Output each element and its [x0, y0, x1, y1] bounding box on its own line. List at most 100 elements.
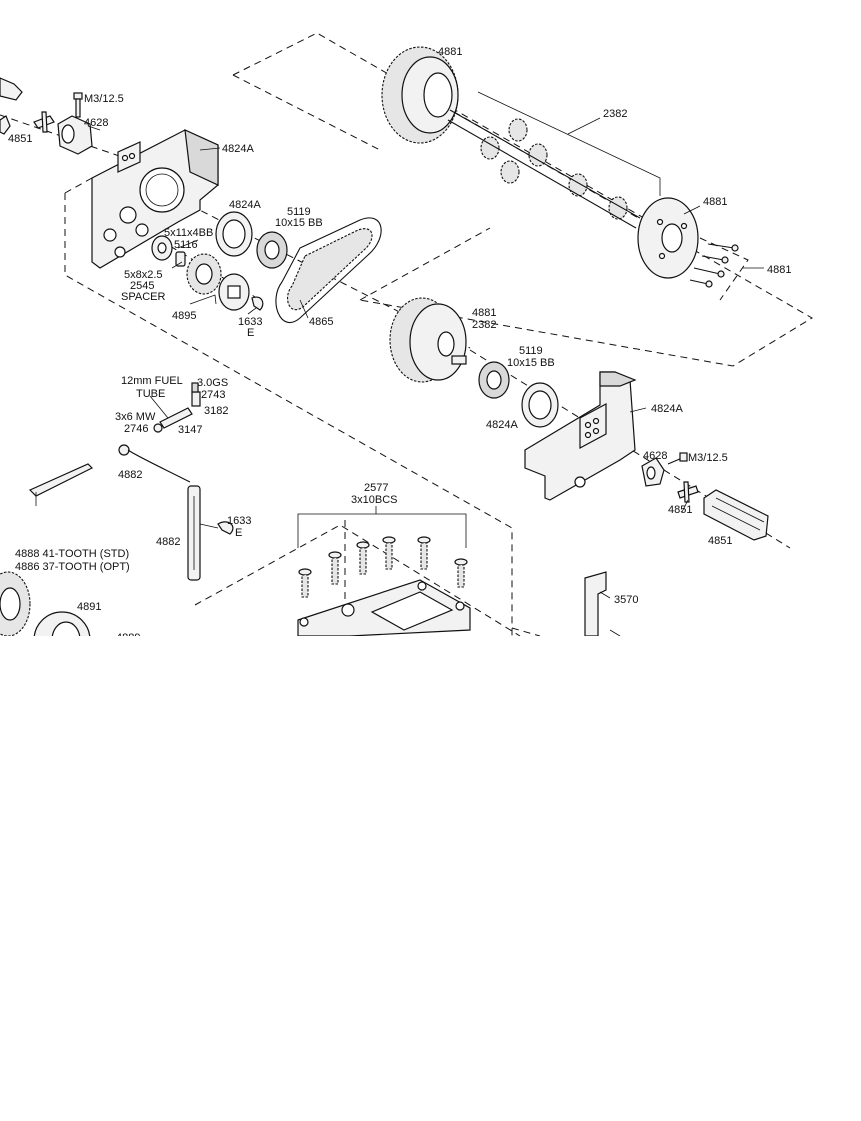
part-4881-top-gear — [381, 46, 459, 144]
label-4882-b: 4882 — [156, 536, 180, 548]
label-5119-b: 5119 — [519, 345, 543, 357]
left-group-top-edge — [64, 177, 93, 194]
bracket-2577 — [297, 513, 467, 548]
part-4881-right-plate — [637, 197, 699, 279]
part-4895-pulley — [186, 253, 222, 295]
part-4851-right — [677, 481, 699, 503]
part-4628-left — [57, 115, 93, 155]
leader-4865 — [299, 299, 309, 319]
part-1633-eclip-b — [217, 521, 234, 535]
part-m3-screw-left — [73, 92, 83, 118]
leader-3570 — [599, 591, 611, 599]
label-m3-right: M3/12.5 — [688, 452, 728, 464]
top-right-group-boundary — [232, 32, 813, 367]
label-5x11x4BB: 5x11x4BB — [164, 227, 213, 239]
label-4895: 4895 — [172, 310, 196, 322]
label-4881-top: 4881 — [438, 46, 462, 58]
part-4891-clutch-bell — [33, 611, 91, 636]
label-3182: 3182 — [204, 405, 228, 417]
boundary-tail — [511, 627, 541, 636]
label-e-a: E — [247, 327, 254, 339]
label-4628-top: 4628 — [84, 117, 108, 129]
leader-1633-b — [199, 523, 219, 529]
part-4882-rod — [187, 485, 201, 581]
label-10x15bb-b: 10x15 BB — [507, 357, 555, 369]
label-2577: 2577 — [364, 482, 388, 494]
part-4824A-lower-carrier — [521, 382, 559, 428]
part-1633-eclip-a — [251, 296, 264, 311]
leader-5x11 — [177, 239, 199, 249]
top-right-group-boundary-lower — [232, 74, 381, 151]
partial-arm-left — [0, 115, 11, 135]
label-4881-mid: 4881 — [472, 307, 496, 319]
label-4881-right: 4881 — [703, 196, 727, 208]
label-3x10bcs: 3x10BCS — [351, 494, 397, 506]
part-rod-left — [28, 463, 94, 506]
label-m3-top: M3/12.5 — [84, 93, 124, 105]
diagram-artwork — [0, 32, 813, 636]
part-5x11x4BB-bearing — [151, 235, 186, 267]
label-2382-mid: 2382 — [472, 319, 496, 331]
part-4851-left — [33, 111, 55, 133]
label-4628-right: 4628 — [643, 450, 667, 462]
label-4891: 4891 — [77, 601, 101, 613]
label-e-b: E — [235, 527, 242, 539]
part-4824A-mid-carrier — [215, 211, 253, 257]
label-4886: 4886 37-TOOTH (OPT) — [15, 561, 130, 573]
part-5119-bearing-a — [256, 231, 288, 269]
leader-4628-left — [87, 125, 101, 131]
middle-boundary — [359, 227, 491, 301]
label-4851-bottom: 4851 — [708, 535, 732, 547]
leader-4895 — [189, 294, 217, 305]
label-12mm-fuel: 12mm FUEL — [121, 375, 183, 387]
leader-4824A-right — [629, 407, 647, 413]
label-3.0gs: 3.0GS — [197, 377, 228, 389]
label-2545: 2545 — [130, 280, 154, 292]
label-5x8x2.5: 5x8x2.5 — [124, 269, 163, 281]
label-5119-a: 5119 — [287, 206, 311, 218]
label-2743: 2743 — [201, 389, 225, 401]
label-spacer: SPACER — [121, 291, 165, 303]
part-2577-screws — [298, 536, 468, 598]
leader-4881-right — [683, 205, 701, 215]
part-4881-mid-gear — [389, 297, 467, 383]
label-3x6mw: 3x6 MW — [115, 411, 156, 423]
part-4865-belt — [275, 217, 382, 324]
label-3147: 3147 — [178, 424, 202, 436]
label-4851-right: 4851 — [668, 504, 692, 516]
label-4851-left: 4851 — [8, 133, 32, 145]
leader-2382 — [567, 117, 601, 135]
part-3570-plate — [584, 571, 621, 636]
partial-arm-top-left — [0, 77, 23, 101]
label-tube: TUBE — [136, 388, 165, 400]
leader-1633-a — [247, 307, 257, 315]
screw-group-bracket — [699, 237, 749, 301]
label-4824A-lower: 4824A — [486, 419, 518, 431]
label-4889: 4889 — [116, 632, 140, 644]
part-4895-washer — [218, 273, 250, 311]
label-10x15bb-a: 10x15 BB — [275, 217, 323, 229]
label-4824A-right: 4824A — [651, 403, 683, 415]
label-4888: 4888 41-TOOTH (STD) — [15, 548, 129, 560]
leader-4851-right — [681, 499, 689, 513]
left-group-boundary — [64, 193, 513, 636]
part-4628-right — [641, 457, 665, 487]
label-2746: 2746 — [124, 423, 148, 435]
bracket-2382 — [477, 91, 661, 196]
leader-5x8 — [171, 261, 183, 269]
label-4865: 4865 — [309, 316, 333, 328]
lower-mount-boundary — [194, 524, 521, 636]
label-4824A-mid: 4824A — [229, 199, 261, 211]
leader-fuel-tube — [149, 395, 169, 419]
part-4824A-right-housing — [524, 371, 637, 501]
leader-4824A-left — [199, 147, 221, 151]
label-4882-a: 4882 — [118, 469, 142, 481]
label-2382-top: 2382 — [603, 108, 627, 120]
part-4881-screws — [689, 243, 739, 288]
label-4824A-left: 4824A — [222, 143, 254, 155]
part-mount-plate — [297, 579, 471, 636]
label-5116: 5116 — [174, 239, 198, 251]
label-1633-b: 1633 — [227, 515, 251, 527]
part-3182-3147 — [153, 382, 201, 433]
